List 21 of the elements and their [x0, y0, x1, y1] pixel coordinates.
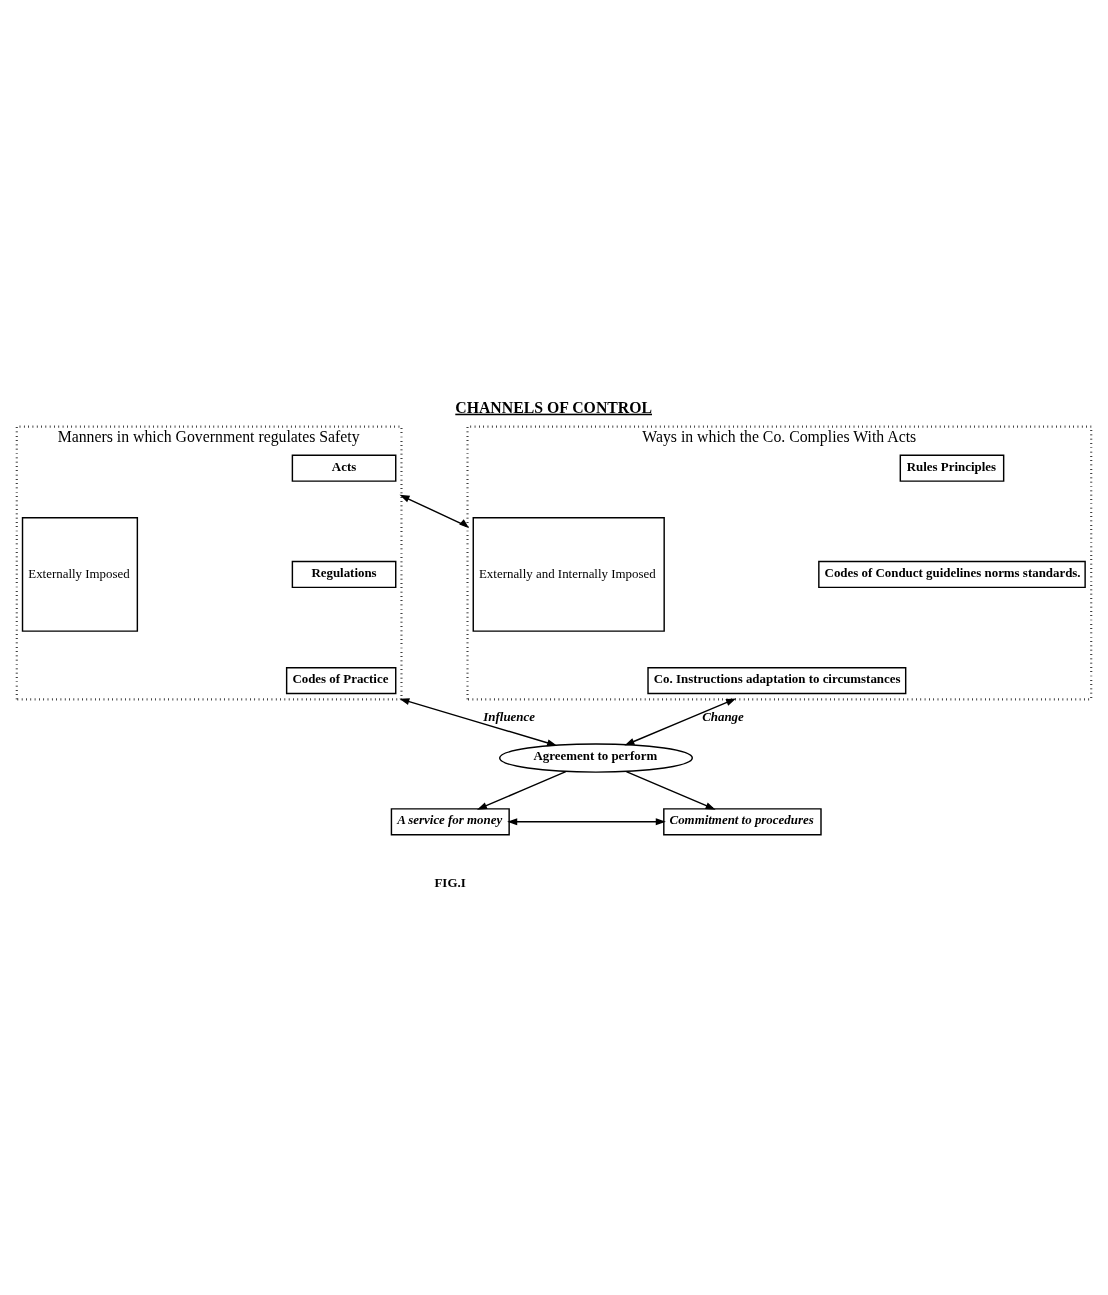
- arrow: [625, 770, 716, 810]
- node-box: Externally and Internally Imposed: [472, 517, 665, 632]
- arrow: [476, 770, 567, 810]
- label: FIG.I: [434, 874, 466, 890]
- arrow: [399, 494, 470, 529]
- node-box: Rules Principles: [899, 454, 1005, 482]
- edge-label: Influence: [483, 709, 535, 725]
- arrow: [507, 818, 666, 826]
- node-box: Codes of Conduct guidelines norms standards.: [818, 560, 1086, 589]
- node-box: Regulations: [291, 560, 397, 589]
- node-box: Commitment to procedures: [663, 808, 822, 836]
- node-box: Codes of Practice: [285, 667, 397, 695]
- node-box: A service for money: [390, 808, 510, 836]
- node-box: Acts: [291, 454, 397, 482]
- arrow: [399, 698, 558, 747]
- edge-label: Change: [702, 709, 744, 725]
- diagram-title: CHANNELS OF CONTROL: [455, 398, 653, 416]
- node-ellipse: Agreement to perform: [498, 743, 694, 773]
- node-box: Co. Instructions adaptation to circumstances: [647, 667, 907, 695]
- node-box: Externally Imposed: [21, 517, 139, 632]
- arrow: [624, 698, 737, 746]
